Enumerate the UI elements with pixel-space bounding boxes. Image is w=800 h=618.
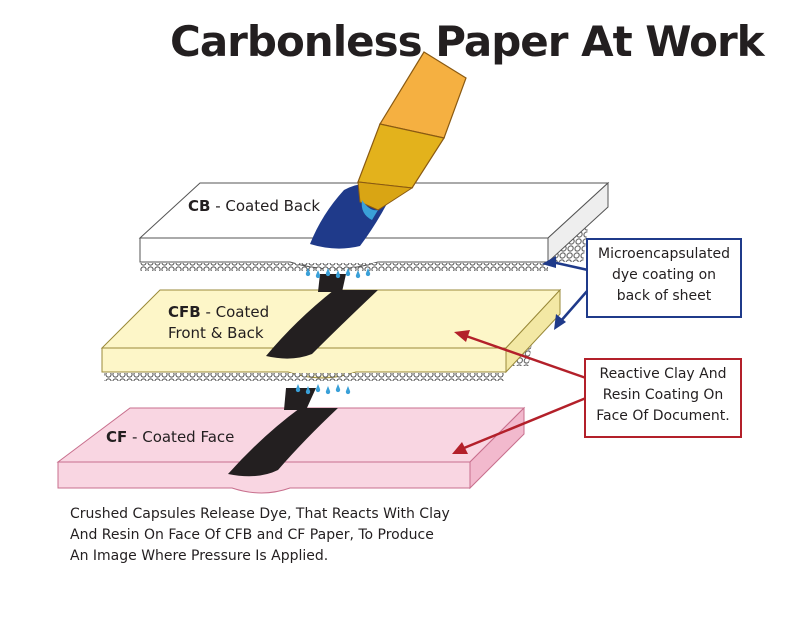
dye-coating-callout: Microencapsulated dye coating on back of… — [586, 238, 742, 318]
cfb-label-desc-line1: - Coated — [200, 303, 270, 321]
page-title: Carbonless Paper At Work — [170, 17, 765, 66]
cf-label: CF - Coated Face — [106, 427, 234, 447]
dye-callout-line: dye coating on — [611, 267, 717, 283]
cfb-mark — [266, 290, 378, 359]
clay-callout-line: Face Of Document. — [596, 408, 730, 424]
cfb-sheet — [100, 288, 562, 381]
dye-streak-upper — [318, 274, 346, 292]
cfb-label-code: CFB — [168, 303, 201, 321]
caption-line: An Image Where Pressure Is Applied. — [70, 548, 329, 564]
cfb-label: CFB - Coated — [168, 302, 269, 322]
cf-label-desc: - Coated Face — [127, 428, 235, 446]
pen-barrel — [379, 51, 467, 139]
dye-droplets-icon — [295, 384, 351, 395]
cb-label-desc: - Coated Back — [210, 197, 321, 215]
cb-label: CB - Coated Back — [188, 196, 320, 216]
dye-callout-line: back of sheet — [616, 288, 712, 304]
cf-label-code: CF — [106, 428, 128, 446]
cf-sheet — [56, 406, 526, 494]
caption-line: And Resin On Face Of CFB and CF Paper, T… — [70, 527, 434, 543]
cf-sheet-front — [57, 461, 471, 494]
clay-callout-line: Reactive Clay And — [599, 366, 727, 382]
callout-arrows — [452, 256, 589, 454]
cb-sheet-side — [547, 181, 609, 264]
pen-nib-ink — [361, 200, 378, 220]
clay-callout-line: Resin Coating On — [602, 387, 724, 403]
clay-coating-callout: Reactive Clay And Resin Coating On Face … — [584, 358, 742, 438]
cfb-sheet-side — [505, 288, 561, 374]
caption-line: Crushed Capsules Release Dye, That React… — [70, 506, 450, 522]
dye-streak-lower — [284, 388, 316, 410]
cb-label-code: CB — [188, 197, 211, 215]
pen-icon — [357, 51, 467, 220]
dye-callout-line: Microencapsulated — [598, 246, 730, 262]
cfb-label-line2: Front & Back — [168, 324, 264, 342]
caption: Crushed Capsules Release Dye, That React… — [70, 504, 450, 567]
cf-mark — [228, 408, 338, 477]
cfb-capsule-row — [104, 373, 504, 381]
dye-droplets-icon — [305, 268, 371, 279]
cb-capsule-row — [140, 263, 548, 271]
